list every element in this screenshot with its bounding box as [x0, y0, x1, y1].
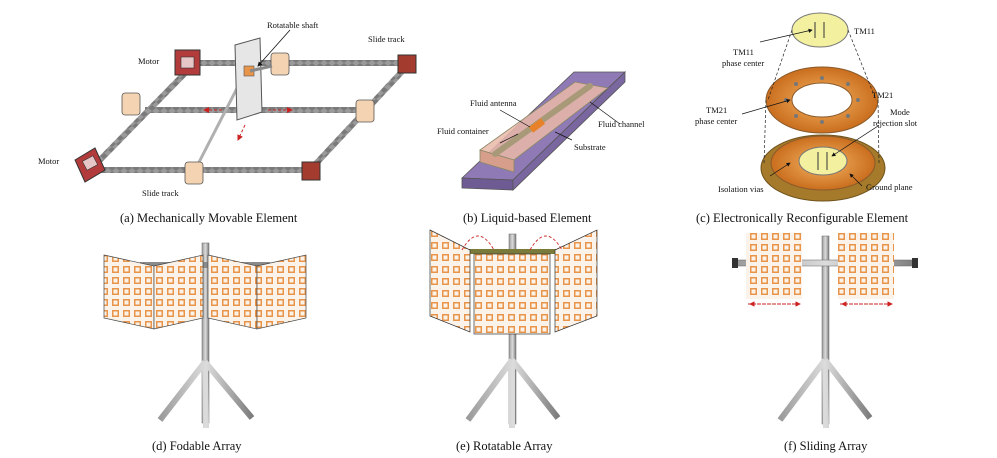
- label-tm11: TM11: [854, 26, 875, 36]
- caption-b: (b) Liquid-based Element: [463, 211, 592, 225]
- label-tm21-phase-1: TM21: [706, 105, 727, 115]
- label-motor-top: Motor: [138, 56, 159, 66]
- label-tm11-phase-1: TM11: [733, 47, 754, 57]
- label-tm21-phase-2: phase center: [695, 116, 737, 126]
- tripod: [157, 360, 255, 429]
- caption-a: (a) Mechanically Movable Element: [120, 211, 298, 225]
- label-rotatable-shaft: Rotatable shaft: [267, 20, 319, 30]
- rotatable-plate: [234, 37, 273, 121]
- fold-panel-3: [207, 254, 258, 330]
- caption-e: (e) Rotatable Array: [456, 439, 553, 453]
- slider-block: [355, 99, 375, 123]
- label-ground-plane: Ground plane: [866, 182, 913, 192]
- tm11-patch-top: [791, 12, 849, 48]
- track-end-block: [301, 161, 321, 181]
- tripod: [465, 358, 561, 428]
- rot-panel-left: [429, 229, 471, 333]
- panel-b-liquid: Fluid antenna Fluid container Fluid chan…: [437, 71, 645, 225]
- label-mode-1: Mode: [890, 107, 910, 117]
- panel-e-rotatable-array: (e) Rotatable Array: [429, 229, 598, 453]
- rot-panel-right: [554, 229, 598, 333]
- slide-panel-right: [838, 233, 894, 299]
- panel-c-electronic: TM11 TM11 phase center TM21 TM21 phase c…: [695, 12, 918, 225]
- slide-panel-left: [746, 233, 802, 299]
- caption-d: (d) Fodable Array: [152, 439, 242, 453]
- panel-f-sliding-array: (f) Sliding Array: [732, 233, 918, 453]
- fold-panel-2: [153, 254, 204, 330]
- motion-arrows: [203, 107, 293, 141]
- leaders-c: [741, 28, 879, 187]
- motor-bottom: [74, 147, 106, 183]
- fold-panel-4: [256, 254, 307, 330]
- panel-a-mechanical: Rotatable shaft Slide track Motor Motor …: [38, 20, 417, 225]
- motor-top: [174, 49, 201, 76]
- slider-block: [121, 92, 141, 116]
- label-slide-track-bottom: Slide track: [142, 188, 179, 198]
- label-slide-track-top: Slide track: [368, 34, 405, 44]
- label-mode-2: rejection slot: [873, 118, 918, 128]
- fluid-antenna-slug: [528, 118, 546, 133]
- label-isolation-vias: Isolation vias: [718, 184, 764, 194]
- label-substrate: Substrate: [574, 142, 606, 152]
- label-fluid-antenna: Fluid antenna: [470, 98, 517, 108]
- slider-block: [184, 161, 204, 185]
- rot-panel-center: [473, 253, 551, 335]
- leader-line: [257, 29, 291, 67]
- track-end-block: [397, 54, 417, 74]
- label-motor-bottom: Motor: [38, 156, 59, 166]
- fold-panel-1: [103, 254, 155, 330]
- fluid-channel: [492, 83, 593, 157]
- panel-d-foldable-array: (d) Fodable Array: [103, 242, 307, 453]
- caption-c: (c) Electronically Reconfigurable Elemen…: [696, 211, 909, 225]
- label-fluid-channel: Fluid channel: [598, 119, 645, 129]
- caption-f: (f) Sliding Array: [784, 439, 868, 453]
- label-fluid-container: Fluid container: [437, 126, 489, 136]
- label-tm21: TM21: [872, 90, 893, 100]
- rotation-arrows: [461, 235, 563, 251]
- projection-lines: [763, 29, 880, 164]
- tripod: [777, 358, 873, 429]
- label-tm11-phase-2: phase center: [722, 58, 764, 68]
- slider-block: [270, 52, 290, 76]
